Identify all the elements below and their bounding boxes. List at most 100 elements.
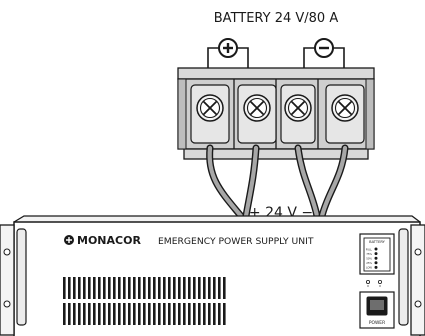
vent-slot [203,303,206,325]
vent-slot [78,303,81,325]
vent-slot [158,277,161,299]
battery-level-led [374,252,378,256]
vent-slot [223,277,226,299]
ventilation-grille [63,277,226,325]
vent-slot [168,277,171,299]
cables [206,144,349,220]
plus-terminal-icon [207,38,249,68]
vent-slot [183,303,186,325]
vent-slot [88,303,91,325]
vent-slot [113,303,116,325]
vent-slot [68,277,71,299]
vent-slot [108,277,111,299]
vent-slot [143,277,146,299]
battery-level-label: FULL [366,247,373,251]
vent-slot [128,277,131,299]
power-panel-label: POWER [369,320,385,326]
vent-slot [123,277,126,299]
vent-slot [153,303,156,325]
rack-ear-left [0,224,15,336]
rack-handle-left [16,228,27,326]
screw-terminal-icon [196,94,224,122]
positive-cable-b [242,144,260,220]
vent-slot [178,303,181,325]
vent-slot [83,277,86,299]
vent-slot [203,277,206,299]
rack-handle-right [398,228,409,326]
vent-slot [218,303,221,325]
battery-level-led [374,256,378,260]
power-supply-unit [0,215,425,336]
monacor-logo-icon [64,235,74,245]
vent-slot [213,277,216,299]
vent-slot [103,303,106,325]
vent-slot [98,277,101,299]
battery-level-led [374,265,378,269]
vent-slot [133,303,136,325]
vent-slot [133,277,136,299]
power-panel: POWER [359,279,395,329]
screw-terminal-icon [331,94,359,122]
battery-level-label: 75% [366,252,372,256]
vent-slot [193,277,196,299]
vent-slot [208,303,211,325]
battery-level-label: 50% [366,257,372,261]
vent-slot [118,303,121,325]
screw-terminal-icon [243,94,271,122]
vent-slot [93,303,96,325]
screw-terminal-icon [284,94,312,122]
battery-level-led [374,247,378,251]
vent-slot [218,277,221,299]
vent-slot [163,303,166,325]
unit-title: EMERGENCY POWER SUPPLY UNIT [158,236,314,247]
vent-slot [73,303,76,325]
vent-slot [223,303,226,325]
vent-slot [148,277,151,299]
vent-slot [98,303,101,325]
vent-slot [193,303,196,325]
vent-slot [73,277,76,299]
battery-level-label: LOW [366,266,372,270]
vent-slot [213,303,216,325]
positive-cable-a [206,144,245,220]
battery-level-label: 25% [366,261,372,265]
battery-panel-label: BATTERY [369,240,386,244]
vent-slot [118,277,121,299]
vent-slot [178,277,181,299]
vent-slot [183,277,186,299]
vent-slot [168,303,171,325]
battery-label: BATTERY 24 V/80 A [214,11,339,26]
vent-slot [143,303,146,325]
vent-slot [113,277,116,299]
vent-slot [188,277,191,299]
negative-cable-b [318,144,349,220]
negative-cable-a [294,144,321,220]
vent-slot [138,277,141,299]
brand-name: MONACOR [77,234,141,247]
vent-slot [63,277,66,299]
vent-slot [208,277,211,299]
vent-slot [68,303,71,325]
vent-slot [188,303,191,325]
vent-slot [108,303,111,325]
vent-slot [103,277,106,299]
rack-ear-right [410,224,425,336]
vent-slot [123,303,126,325]
terminal-screws [196,94,359,122]
battery-level-led [374,261,378,265]
vent-slot [173,303,176,325]
vent-slot [88,277,91,299]
vent-slot [158,303,161,325]
vent-slot [198,303,201,325]
vent-slot [128,303,131,325]
vent-slot [153,277,156,299]
vent-slot [63,303,66,325]
vent-slot [83,303,86,325]
vent-slot [148,303,151,325]
minus-terminal-icon [303,38,345,68]
vent-slot [78,277,81,299]
